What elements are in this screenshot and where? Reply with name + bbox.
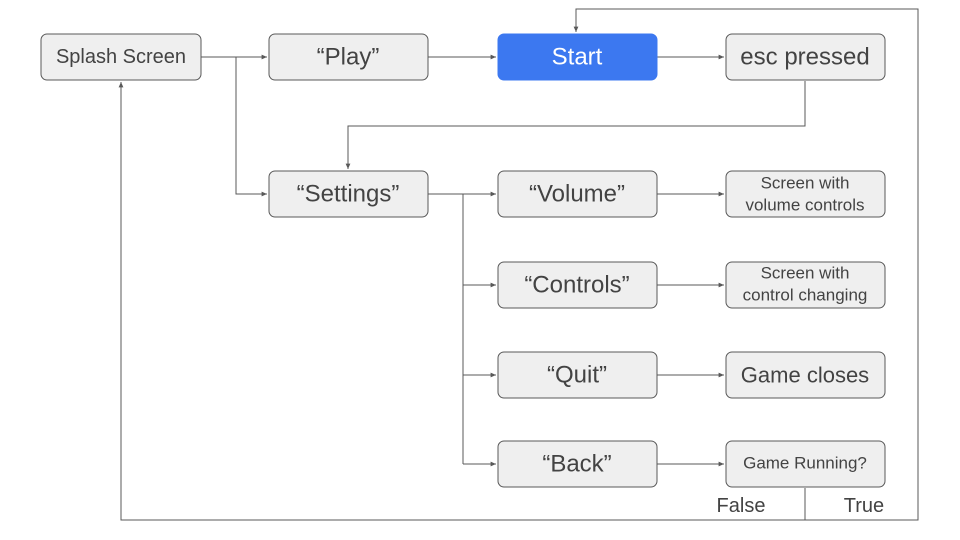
edge-label-true: True [844, 495, 884, 517]
node-volume-screen-line2: volume controls [745, 196, 864, 215]
node-game-running: Game Running? [725, 440, 886, 488]
node-quit-label: “Quit” [547, 362, 607, 389]
edges [118, 8, 919, 521]
node-settings: “Settings” [268, 170, 429, 218]
node-back: “Back” [497, 440, 658, 488]
node-control-screen-line1: Screen with [761, 264, 850, 283]
node-esc-pressed-label: esc pressed [740, 44, 869, 71]
node-game-closes: Game closes [725, 351, 886, 399]
edge-true-to-start [573, 8, 919, 521]
node-volume: “Volume” [497, 170, 658, 218]
edge-label-false: False [717, 495, 766, 517]
node-splash-screen-label: Splash Screen [56, 46, 186, 68]
node-volume-label: “Volume” [529, 181, 625, 208]
node-start-label: Start [552, 44, 603, 71]
node-splash-screen: Splash Screen [40, 33, 202, 81]
node-game-running-label: Game Running? [743, 454, 867, 473]
node-settings-label: “Settings” [297, 181, 400, 208]
edge-splash-to-settings [235, 57, 267, 197]
node-esc-pressed: esc pressed [725, 33, 886, 81]
node-control-screen: Screen with control changing [725, 261, 886, 309]
node-volume-screen-line1: Screen with [761, 174, 850, 193]
node-start: Start [497, 33, 658, 81]
node-control-screen-line2: control changing [743, 286, 868, 305]
node-play-label: “Play” [317, 44, 380, 71]
node-controls: “Controls” [497, 261, 658, 309]
edge-false-to-splash [118, 82, 806, 521]
node-game-closes-label: Game closes [741, 363, 869, 388]
node-quit: “Quit” [497, 351, 658, 399]
edge-esc-to-settings [345, 81, 806, 169]
node-play: “Play” [268, 33, 429, 81]
node-controls-label: “Controls” [524, 272, 629, 299]
node-back-label: “Back” [542, 451, 611, 478]
node-volume-screen: Screen with volume controls [725, 170, 886, 218]
